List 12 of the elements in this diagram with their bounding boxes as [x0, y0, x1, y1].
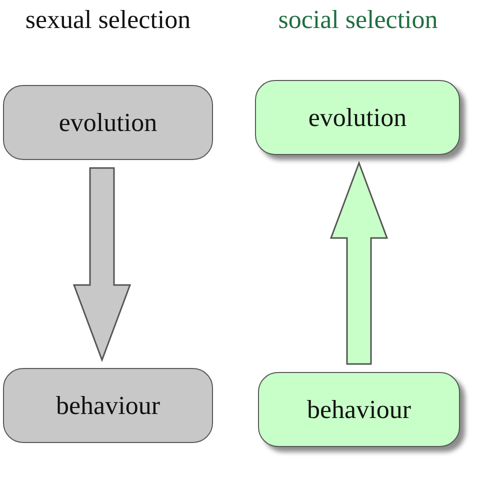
box-label: behaviour: [307, 394, 411, 424]
process-box: [255, 80, 460, 155]
column-heading: social selection: [277, 5, 439, 35]
process-box: [3, 85, 213, 160]
box-label: evolution: [58, 108, 158, 138]
block-arrow: [72, 167, 132, 362]
process-box: [258, 372, 460, 447]
block-arrow: [330, 160, 388, 365]
box-label: behaviour: [56, 390, 160, 420]
column-heading: sexual selection: [24, 5, 192, 35]
process-box: [3, 368, 213, 443]
box-label: evolution: [308, 102, 407, 132]
